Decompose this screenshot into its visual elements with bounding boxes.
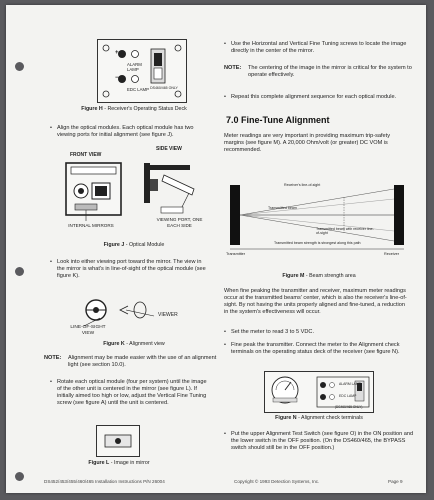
note-alignment: NOTE:Alignment may be made easier with t… bbox=[44, 355, 217, 368]
ds-only-label: DS460/465 ONLY bbox=[150, 86, 178, 90]
n-ds-label: (DS460/465 ONLY) bbox=[335, 405, 363, 409]
footer-left: DS452/453/455/460/465 Installation Instr… bbox=[44, 479, 165, 484]
fine-tuning-text: Use the Horizontal and Vertical Fine Tun… bbox=[224, 41, 415, 55]
transmitter-label: Transmitter bbox=[226, 252, 246, 256]
note-centering: NOTE:The centering of the image in the m… bbox=[224, 65, 412, 78]
figure-l-mirror bbox=[96, 425, 140, 457]
binder-hole bbox=[15, 472, 24, 481]
transmitted-beam-label: Transmitted beam bbox=[268, 206, 297, 210]
manual-page: + − ALARM LAMP EDC LAMP DS460/465 ONLY F… bbox=[6, 5, 426, 493]
meter-readings-text: Meter readings are very important in pro… bbox=[224, 133, 391, 153]
footer-copyright: Copyright © 1993 Detection Systems, Inc. bbox=[234, 479, 320, 484]
viewer-label: VIEWER bbox=[158, 312, 178, 318]
n-alarm-label: ALARM LAMP bbox=[339, 382, 361, 386]
figure-k-caption: Figure K - Alignment view bbox=[103, 341, 165, 347]
side-view-label: SIDE VIEW bbox=[156, 146, 182, 152]
edc-lamp-label: EDC LAMP bbox=[127, 87, 149, 92]
figure-n-caption: Figure N - Alignment check terminals bbox=[275, 415, 363, 421]
look-into-port-text: Look into either viewing port toward the… bbox=[50, 259, 207, 280]
fine-peak-text: Fine peak the transmitter. Connect the m… bbox=[224, 342, 415, 356]
receiver-label: Receiver bbox=[384, 252, 399, 256]
minus-sign: − bbox=[115, 75, 119, 81]
figure-h-panel: + − ALARM LAMP EDC LAMP DS460/465 ONLY bbox=[97, 39, 187, 103]
alignment-switch-text: Put the upper Alignment Test Switch (see… bbox=[224, 431, 415, 452]
binder-hole bbox=[15, 62, 24, 71]
binder-hole bbox=[15, 267, 24, 276]
internal-mirrors-label: INTERNAL MIRRORS bbox=[68, 223, 114, 228]
align-modules-text: Align the optical modules. Each optical … bbox=[50, 125, 207, 139]
figure-j-caption: Figure J - Optical Module bbox=[103, 242, 165, 248]
footer-page-number: Page 9 bbox=[388, 479, 403, 484]
optical-module-drawing bbox=[65, 162, 195, 221]
front-view-label: FRONT VIEW bbox=[70, 152, 102, 158]
receiver-los-label: Receiver's line-of-sight bbox=[284, 183, 321, 187]
beam-within-label: Transmitted beam with receiver line-of-s… bbox=[316, 227, 374, 235]
strongest-beam-label: Transmitted beam strength is strongest a… bbox=[274, 241, 361, 245]
set-meter-text: Set the meter to read 3 to 5 VDC. bbox=[224, 329, 415, 336]
section-heading: 7.0 Fine-Tune Alignment bbox=[226, 115, 330, 125]
beam-strength-drawing bbox=[230, 185, 404, 250]
rotate-module-text: Rotate each optical module (four per sys… bbox=[50, 379, 209, 407]
figure-n-panel: ALARM LAMP EDC LAMP (DS460/465 ONLY) bbox=[264, 371, 374, 413]
peaking-text: When fine peaking the transmitter and re… bbox=[224, 288, 407, 315]
n-edc-label: EDC LAMP bbox=[339, 394, 357, 398]
figure-h-caption: Figure H - Receiver's Operating Status D… bbox=[81, 106, 187, 112]
figure-m-caption: Figure M - Beam strength area bbox=[282, 273, 356, 279]
repeat-text: Repeat this complete alignment sequence … bbox=[224, 94, 415, 101]
viewing-port-label: VIEWING PORT, ONE EACH SIDE bbox=[156, 217, 203, 228]
line-of-sight-label: LINE-OF-SIGHT VIEW bbox=[70, 325, 106, 336]
alarm-lamp-label: ALARM LAMP bbox=[127, 62, 142, 72]
status-deck-drawing bbox=[102, 44, 182, 98]
alignment-view-drawing bbox=[83, 299, 155, 327]
figure-l-caption: Figure L - Image in mirror bbox=[88, 460, 150, 466]
plus-sign: + bbox=[115, 50, 119, 56]
